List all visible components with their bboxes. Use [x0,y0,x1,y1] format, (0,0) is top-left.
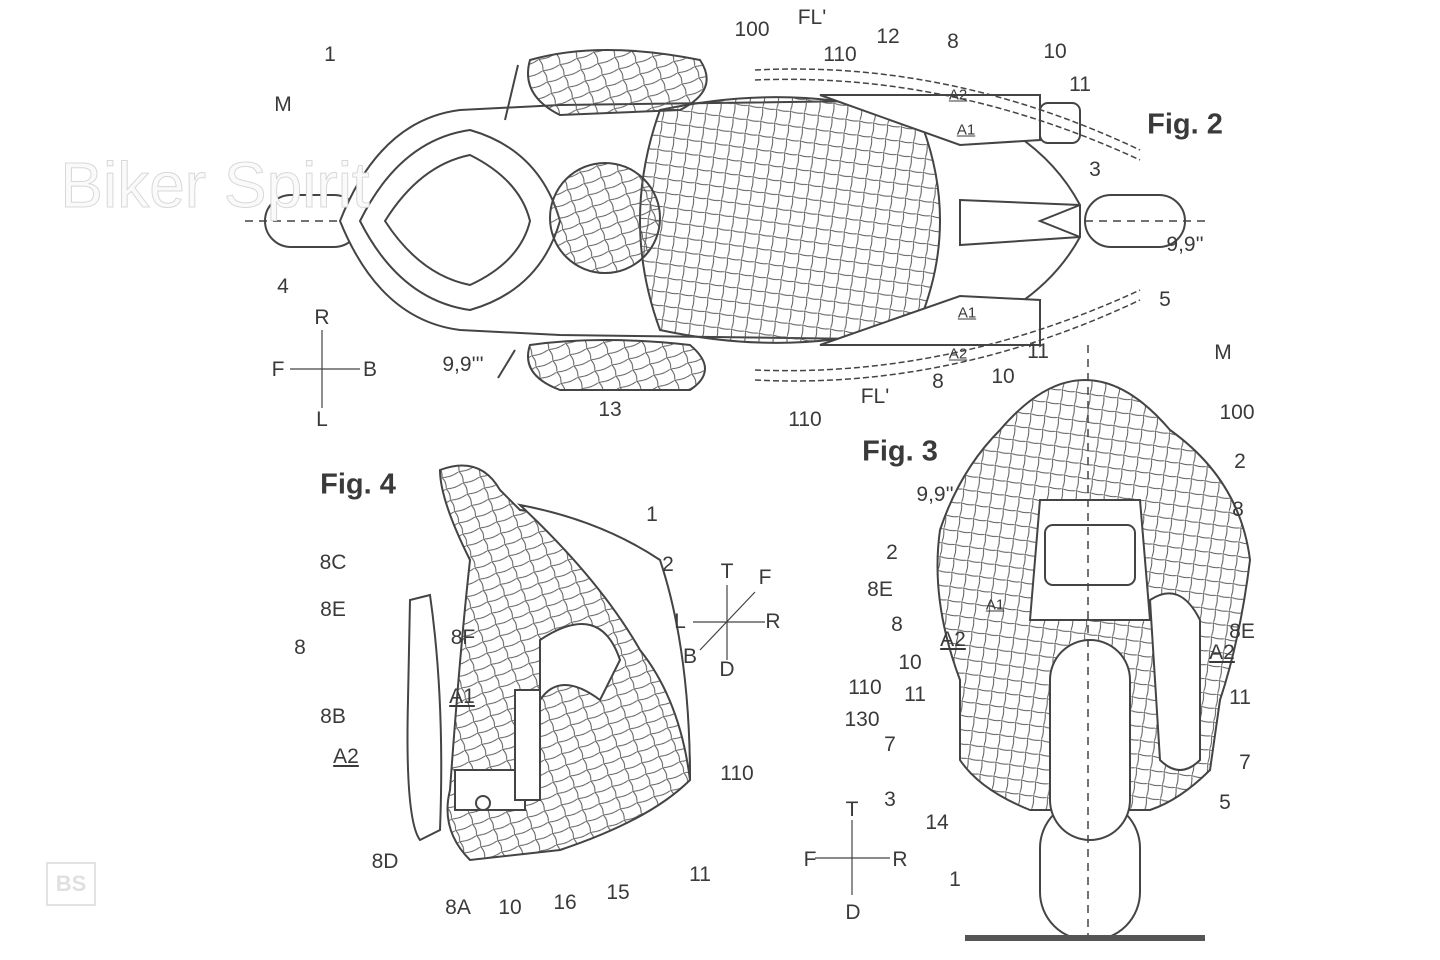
ref-label: 7 [1239,751,1251,774]
fig2-motorcycle-top-view [245,49,1205,408]
ref-label: 110 [823,43,857,66]
direction-label: D [719,658,735,681]
area-label: A2 [940,628,966,651]
ref-label: 8B [320,705,346,728]
fig4-title: Fig. 4 [320,468,396,501]
ref-label: 9,9''' [442,353,484,376]
fig2-title: Fig. 2 [1147,108,1223,141]
ref-label: 5 [1219,791,1231,814]
watermark-logo: BS [46,862,96,906]
ref-label: 130 [844,708,880,731]
ref-label: FL' [797,6,827,29]
ref-label: 15 [606,881,630,904]
ref-label: 110 [788,408,822,431]
area-label: A2 [948,86,968,104]
ref-label: 8 [932,370,944,393]
area-label: A1 [956,121,976,139]
ref-label: 8 [891,613,903,636]
direction-label: D [845,901,861,924]
watermark-text: Biker Spirit [60,149,370,222]
ref-label: 8 [947,30,959,53]
ref-label: 8E [320,598,346,621]
ref-label: 11 [689,863,711,886]
direction-label: L [316,408,328,431]
ref-label: 3 [1089,158,1101,181]
fig4-fairing-winglet-view [406,464,765,862]
ref-label: 9,9'' [916,483,954,506]
ref-label: 8D [371,850,399,873]
ref-label: 100 [734,18,770,41]
ref-label: 3 [884,788,896,811]
direction-label: F [758,566,772,589]
direction-label: B [362,358,378,381]
ref-label: 13 [598,398,622,421]
ref-label: 2 [886,541,898,564]
direction-label: F [803,848,817,871]
direction-label: R [892,848,908,871]
ref-label: 10 [898,651,922,674]
ref-label: 1 [949,868,961,891]
direction-label: L [674,610,686,633]
ref-label: 1 [646,503,658,526]
ref-label: 8C [319,551,347,574]
area-label: A2 [1209,641,1235,664]
ref-label: 11 [1229,686,1251,709]
ref-label: 100 [1219,401,1255,424]
direction-label: B [682,645,698,668]
ref-label: M [274,93,292,116]
direction-label: R [314,306,330,329]
direction-label: T [845,798,859,821]
ref-label: 8E [867,578,893,601]
ref-label: 10 [1043,40,1067,63]
ref-label: 16 [553,891,577,914]
ref-label: 8F [450,626,476,649]
ref-label: 8 [294,636,306,659]
ref-label: 2 [662,553,674,576]
ref-label: 14 [925,811,949,834]
ref-label: 110 [720,762,754,785]
ref-label: 110 [848,676,882,699]
ref-label: 12 [876,25,900,48]
ref-label: 1 [324,43,336,66]
ref-label: 11 [904,683,926,706]
ref-label: 7 [884,733,896,756]
area-label: A1 [449,685,475,708]
ref-label: 10 [991,365,1015,388]
ref-label: FL' [860,385,890,408]
ref-label: 8 [1232,498,1244,521]
ref-label: 11 [1069,73,1091,96]
ref-label: 11 [1027,340,1049,363]
direction-label: T [720,560,734,583]
ref-label: 4 [277,275,289,298]
ref-label: M [1214,341,1232,364]
direction-label: F [271,358,285,381]
direction-label: R [765,610,781,633]
ref-label: 2 [1234,450,1246,473]
fig3-motorcycle-front-view [815,345,1252,941]
area-label: A2 [333,745,359,768]
ref-label: 9,9'' [1166,233,1204,256]
area-label: A2 [948,345,968,363]
ref-label: 8A [445,896,471,919]
fig3-title: Fig. 3 [862,435,938,468]
ref-label: 5 [1159,288,1171,311]
area-label: A1 [957,304,977,322]
ref-label: 8E [1229,620,1255,643]
ref-label: 10 [498,896,522,919]
area-label: A1 [985,596,1005,614]
